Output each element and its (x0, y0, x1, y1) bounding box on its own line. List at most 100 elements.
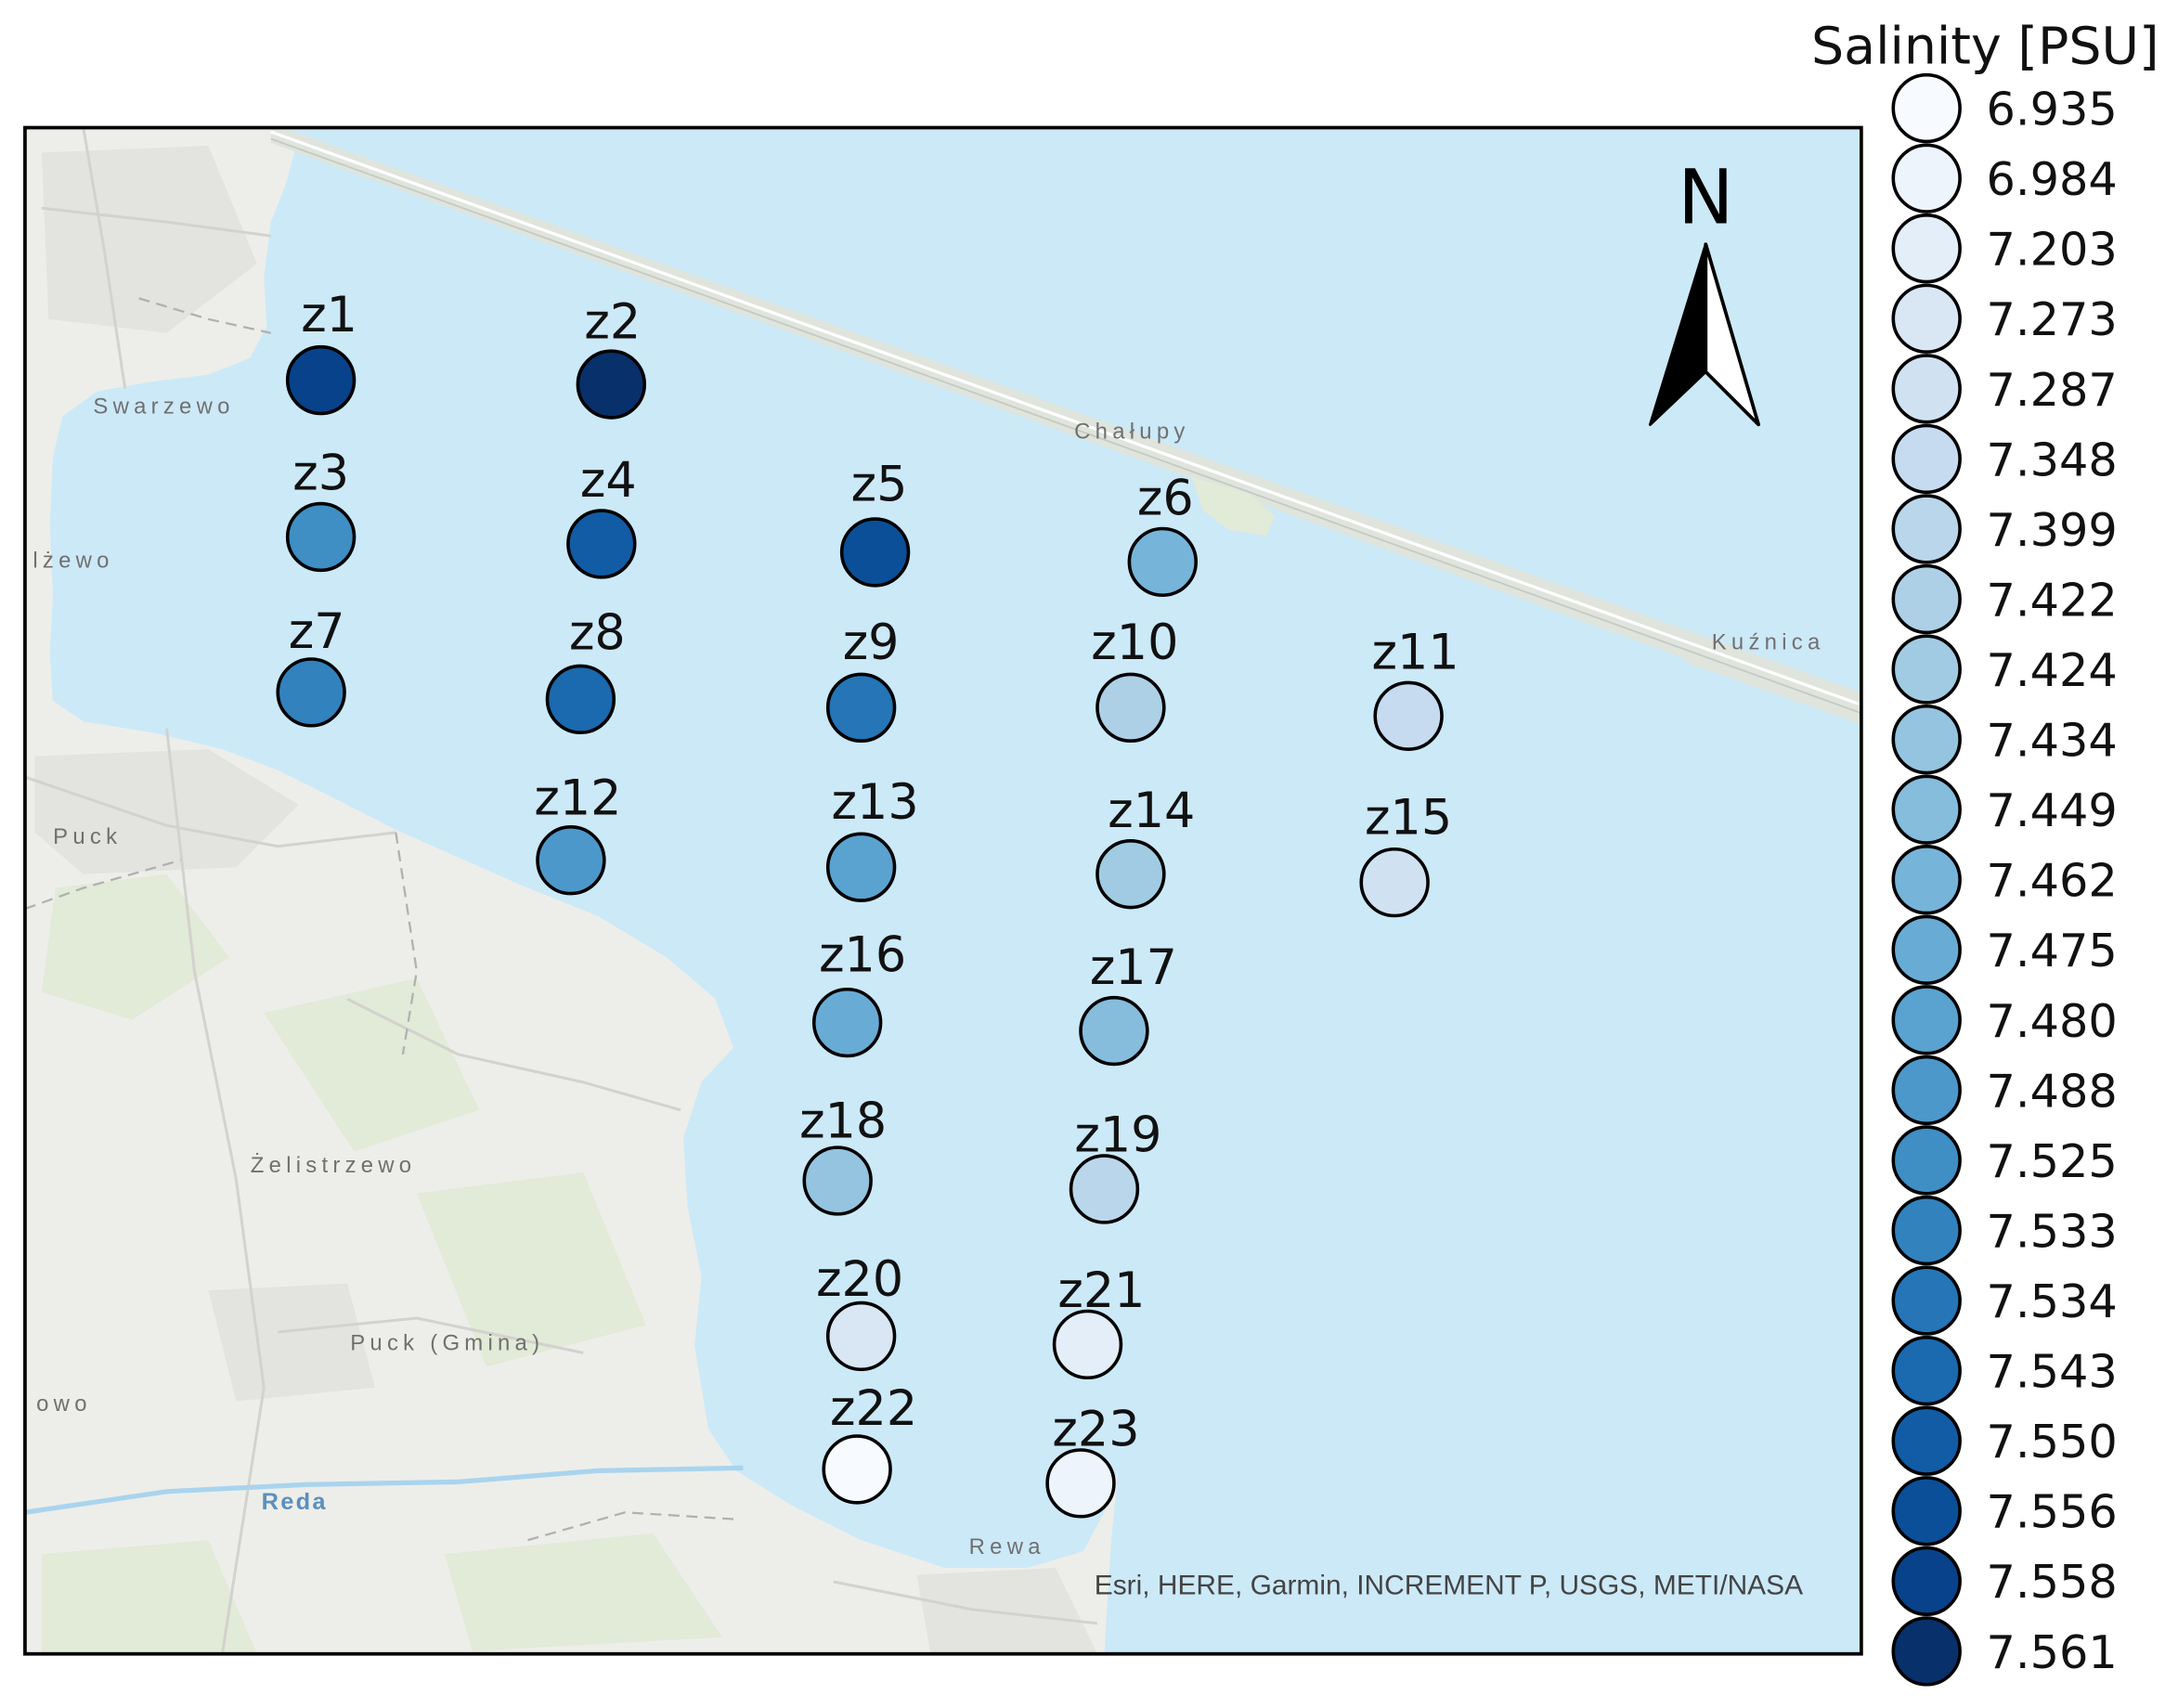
station-z23: z23 (1045, 1402, 1140, 1519)
legend-item: 7.488 (1891, 1055, 2118, 1126)
station-z19: z19 (1069, 1107, 1161, 1224)
station-marker (285, 501, 357, 573)
legend-swatch (1891, 634, 1962, 705)
legend-item: 7.550 (1891, 1405, 2118, 1476)
station-z20: z20 (816, 1251, 903, 1372)
legend-swatch (1891, 704, 1962, 775)
station-marker (825, 1300, 897, 1372)
vegetation-patch (264, 977, 480, 1152)
legend-swatch (1891, 423, 1962, 495)
legend-label: 7.475 (1987, 924, 2118, 977)
peninsula-road (270, 130, 1861, 706)
place-label-partial-west: lżewo (32, 548, 113, 573)
boundary-line (138, 297, 271, 334)
station-z7: z7 (276, 603, 346, 728)
station-z4: z4 (566, 452, 637, 579)
vegetation-patch (41, 873, 229, 1020)
station-marker (1045, 1448, 1116, 1519)
legend-item: 7.449 (1891, 774, 2118, 845)
roads (24, 127, 1098, 1654)
place-label-puck: Puck (53, 824, 122, 849)
hel-peninsula (270, 127, 1861, 725)
legend-label: 7.550 (1987, 1415, 2118, 1469)
station-marker (285, 344, 357, 416)
station-marker (1359, 847, 1430, 918)
station-marker (811, 987, 883, 1058)
station-z8: z8 (545, 605, 626, 735)
station-marker (1095, 672, 1166, 743)
station-label: z11 (1372, 624, 1459, 680)
station-z3: z3 (285, 446, 357, 573)
legend-label: 7.287 (1987, 363, 2118, 417)
station-marker (536, 825, 606, 896)
station-marker (1095, 839, 1166, 910)
legend-swatch (1891, 214, 1962, 284)
legend-item: 7.525 (1891, 1125, 2118, 1196)
station-marker (825, 672, 897, 743)
station-marker (545, 664, 616, 735)
boundaries (24, 297, 737, 1542)
legend-swatch (1891, 354, 1962, 424)
legend-title: Salinity [PSU] (1811, 18, 2159, 77)
legend-label: 7.273 (1987, 292, 2118, 346)
station-z1: z1 (285, 287, 357, 416)
legend-item: 7.434 (1891, 704, 2118, 775)
station-marker (1052, 1309, 1123, 1380)
place-label-chalupy: Chałupy (1074, 419, 1189, 444)
legend-swatch (1891, 845, 1962, 915)
station-label: z21 (1057, 1262, 1145, 1319)
legend-items: 6.9356.9847.2037.2737.2877.3487.3997.422… (1891, 72, 2118, 1687)
station-marker (566, 509, 637, 579)
legend-label: 7.558 (1987, 1555, 2118, 1609)
station-marker (1373, 680, 1444, 751)
legend-swatch (1891, 1405, 1962, 1476)
legend-label: 7.422 (1987, 573, 2118, 627)
legend-swatch (1891, 1195, 1962, 1266)
vegetation-patch (41, 1540, 257, 1654)
legend: Salinity [PSU] 6.9356.9847.2037.2737.287… (1811, 18, 2159, 1687)
legend-label: 7.462 (1987, 854, 2118, 908)
settlement-area (34, 749, 299, 874)
legend-item: 7.543 (1891, 1335, 2118, 1406)
north-arrow-icon: N (1648, 155, 1761, 427)
station-label: z1 (301, 287, 357, 343)
station-marker (1079, 995, 1149, 1067)
legend-swatch (1891, 1125, 1962, 1196)
station-label: z2 (584, 294, 641, 351)
legend-swatch (1891, 143, 1962, 214)
legend-label: 6.984 (1987, 152, 2118, 206)
legend-item: 7.556 (1891, 1476, 2118, 1546)
peninsula-railway (270, 137, 1861, 715)
legend-item: 7.558 (1891, 1546, 2118, 1616)
place-label-puck-gmina: Puck (Gmina) (350, 1330, 544, 1355)
road (833, 1580, 1098, 1625)
boundary-line (395, 832, 418, 1055)
legend-label: 7.525 (1987, 1134, 2118, 1188)
legend-label: 7.449 (1987, 783, 2118, 837)
legend-swatch (1891, 914, 1962, 985)
legend-label: 7.556 (1987, 1485, 2118, 1539)
legend-item: 7.534 (1891, 1265, 2118, 1336)
station-z21: z21 (1052, 1262, 1146, 1380)
legend-label: 7.480 (1987, 994, 2118, 1048)
legend-swatch (1891, 1265, 1962, 1336)
station-z12: z12 (534, 770, 621, 896)
station-marker (576, 349, 647, 420)
legend-swatch (1891, 494, 1962, 564)
boundary-line (527, 1511, 737, 1542)
station-marker (822, 1434, 892, 1505)
legend-item: 6.984 (1891, 143, 2118, 214)
station-marker (825, 832, 897, 902)
legend-swatch (1891, 1335, 1962, 1406)
road (346, 997, 681, 1112)
station-marker (276, 657, 346, 728)
legend-item: 7.287 (1891, 354, 2118, 424)
legend-item: 7.348 (1891, 423, 2118, 495)
north-arrow-right-half (1704, 242, 1761, 427)
station-label: z7 (289, 603, 345, 660)
vegetation-patches (41, 873, 723, 1654)
road (24, 775, 396, 848)
station-z13: z13 (825, 774, 919, 902)
land-area (24, 127, 1119, 1654)
legend-swatch (1891, 1055, 1962, 1126)
